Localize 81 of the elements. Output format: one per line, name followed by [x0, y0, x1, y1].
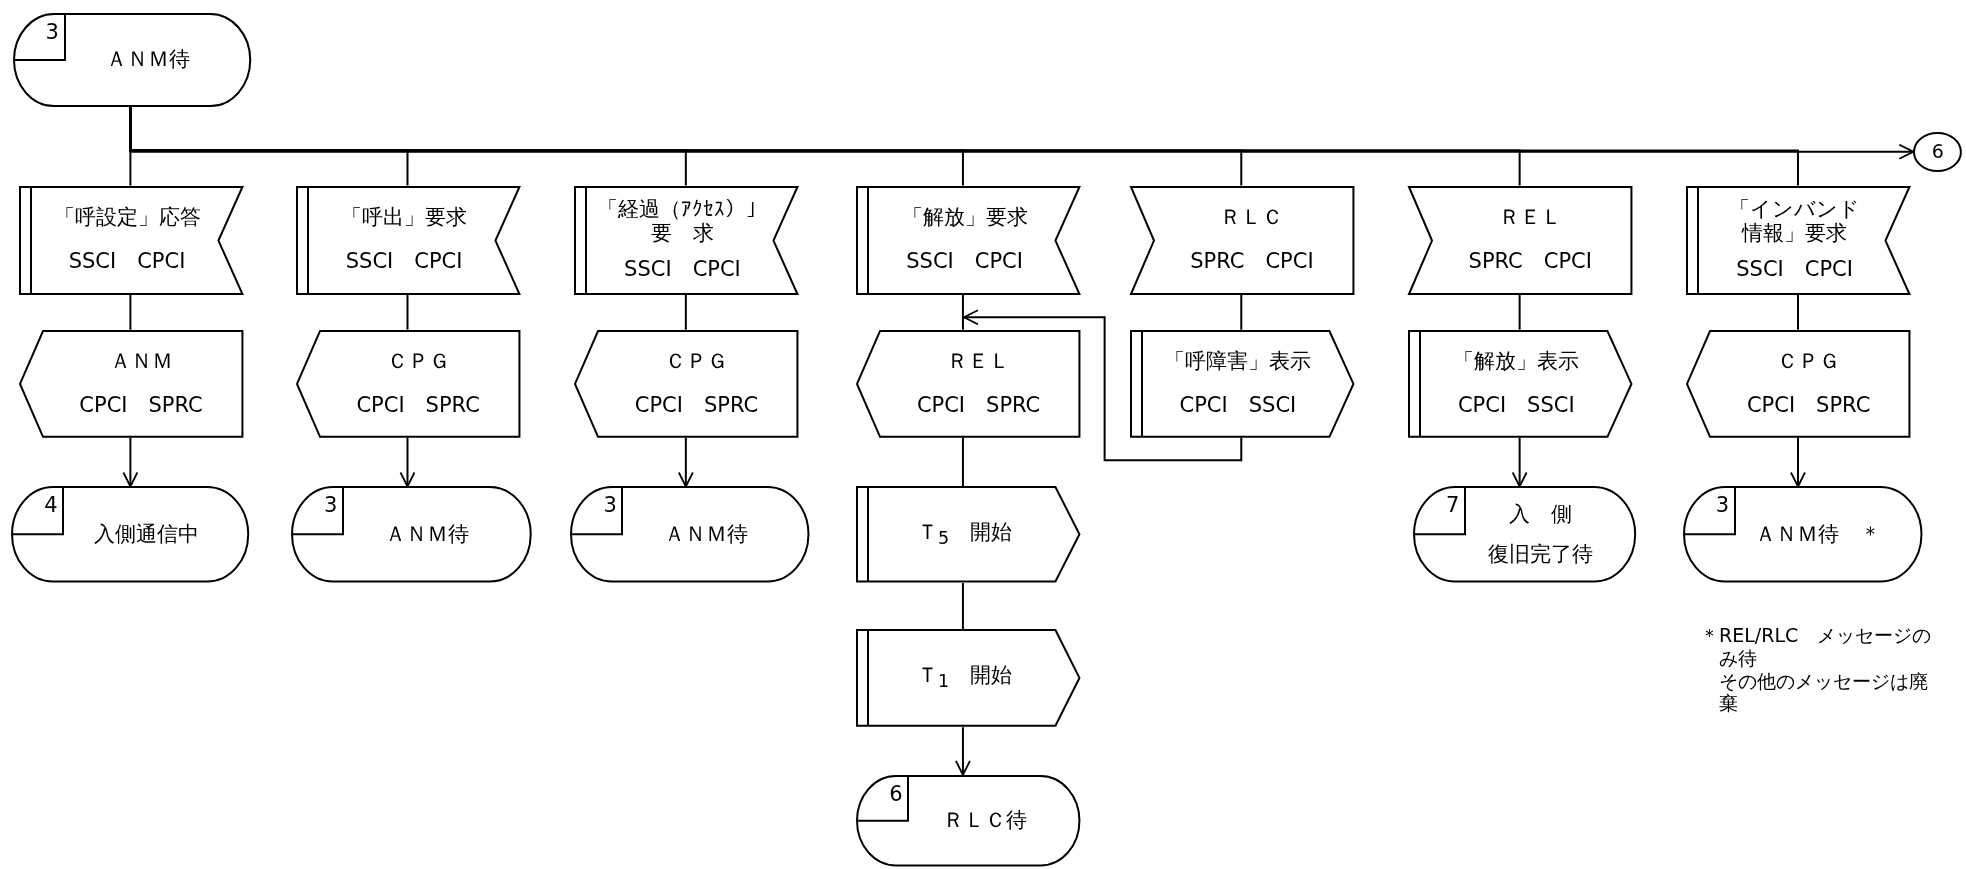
- box-label: CPCI SSCI: [1457, 393, 1575, 418]
- signal-receive-box: [295, 185, 521, 295]
- box-label: ＲＥＬ: [947, 350, 1011, 374]
- note-text: ＊REL/RLC メッセージのみ待: [1700, 624, 1933, 670]
- box-label: SPRC CPCI: [1190, 250, 1314, 274]
- connector-line: [129, 293, 132, 331]
- box-label: ＲＬＣ待: [942, 808, 1027, 833]
- arrow: [1790, 436, 1806, 488]
- box-label: CPCI SPRC: [634, 393, 759, 418]
- connector-line: [1797, 293, 1799, 331]
- signal-receive-box: [1129, 185, 1355, 295]
- task-box: [856, 629, 1081, 728]
- signal-receive-box: [18, 185, 244, 295]
- box-label: 「インバンド情報」要求: [1728, 198, 1862, 246]
- box-label: 入側通信中: [93, 523, 199, 547]
- box-label: 「解放」要求: [901, 206, 1028, 230]
- signal-send-box: [574, 329, 799, 438]
- box-label: Ｔ$_{1}$ 開始: [917, 664, 1013, 693]
- box-label: SSCI CPCI: [68, 250, 186, 274]
- box-label: 復旧完了待: [1488, 543, 1594, 567]
- box-label: 「呼出」要求: [341, 206, 468, 230]
- connector-line: [406, 293, 409, 331]
- box-label: ＡＮＭ待: [105, 47, 190, 72]
- connector-circle: [1913, 131, 1963, 172]
- connector-line: [1518, 293, 1521, 331]
- state-number: 3: [1715, 495, 1729, 517]
- box-label: ＣＰＧ: [1777, 350, 1841, 374]
- arrow: [962, 309, 1243, 462]
- arrow: [1511, 436, 1528, 488]
- state-number: 7: [1446, 495, 1460, 517]
- box-label: 「呼障害」表示: [1164, 350, 1312, 374]
- connector-line: [961, 293, 964, 331]
- connector-number: 6: [1931, 141, 1944, 163]
- note-text: その他のメッセージは廃棄: [1718, 669, 1929, 716]
- box-label: CPCI SSCI: [1179, 393, 1297, 418]
- signal-receive-box: [574, 185, 799, 295]
- signal-send-box: [295, 329, 521, 438]
- state-number: 3: [45, 21, 59, 43]
- box-label: ＡＮＭ待 ＊: [1755, 523, 1882, 547]
- box-label: ＡＮＭ待: [385, 523, 470, 547]
- arrow: [122, 436, 139, 488]
- box-label: SPRC CPCI: [1468, 250, 1592, 274]
- box-label: CPCI SPRC: [79, 393, 203, 418]
- box-label: ＲＬＣ: [1220, 206, 1284, 230]
- signal-send-box: [18, 329, 244, 438]
- signal-receive-box: [1686, 185, 1911, 295]
- box-label: ＡＮＭ: [109, 350, 173, 374]
- connector-line: [684, 293, 687, 331]
- signal-send-box: [1408, 329, 1633, 438]
- box-label: CPCI SPRC: [916, 393, 1041, 418]
- box-label: CPCI SPRC: [1746, 393, 1871, 418]
- box-label: ＣＰＧ: [386, 350, 450, 374]
- box-label: SSCI CPCI: [345, 250, 463, 274]
- signal-send-box: [1129, 329, 1355, 438]
- state-number: 6: [889, 783, 903, 805]
- box-label: SSCI CPCI: [906, 250, 1023, 274]
- signal-send-box: [1686, 329, 1911, 438]
- box-label: ＲＥＬ: [1498, 206, 1562, 230]
- box-label: 入 側: [1509, 503, 1573, 527]
- arrow: [677, 436, 694, 488]
- box-label: 「解放」表示: [1453, 350, 1580, 374]
- state-number: 4: [44, 495, 58, 517]
- arrow: [955, 726, 971, 776]
- box-label: 「経過（ｱｸｾｽ）」要 求: [596, 198, 769, 246]
- box-label: ＡＮＭ待: [664, 523, 749, 547]
- signal-send-box: [856, 329, 1081, 438]
- box-label: ＣＰＧ: [664, 350, 728, 374]
- connector-line: [961, 436, 964, 488]
- task-box: [856, 486, 1081, 583]
- signal-receive-box: [1408, 185, 1633, 295]
- signal-receive-box: [856, 185, 1081, 295]
- box-label: 「呼設定」応答: [53, 206, 201, 230]
- box-label: SSCI CPCI: [624, 258, 741, 282]
- box-label: CPCI SPRC: [356, 393, 480, 418]
- state-number: 3: [323, 495, 338, 517]
- connector-line: [961, 582, 964, 631]
- state-number: 3: [603, 495, 617, 517]
- arrow: [399, 436, 416, 488]
- box-label: Ｔ$_{5}$ 開始: [917, 520, 1013, 549]
- connector-line: [1240, 293, 1243, 331]
- box-label: SSCI CPCI: [1736, 258, 1853, 282]
